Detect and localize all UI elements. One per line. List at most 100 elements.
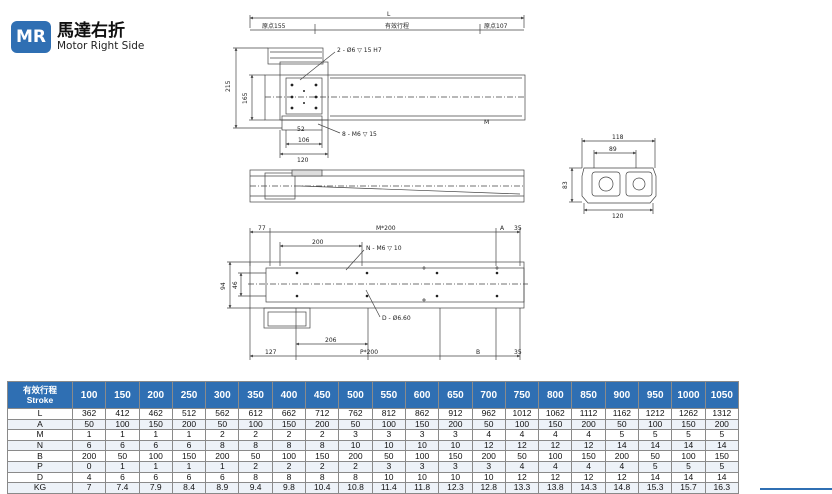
table-cell: 4 (538, 429, 573, 441)
table-cell: 100 (538, 450, 573, 462)
table-cell: 14 (638, 439, 673, 452)
table-cell: 712 (305, 408, 340, 420)
table-cell: 6 (105, 439, 140, 452)
table-cell: 1 (205, 460, 240, 473)
dim-effective-stroke: 有效行程 (385, 22, 409, 30)
table-cell: 8.9 (205, 482, 240, 494)
stroke-column-header: 550 (371, 381, 406, 409)
table-cell: 862 (404, 408, 440, 420)
table-cell: 14 (638, 471, 673, 484)
table-cell: 5 (638, 429, 673, 441)
stroke-column-header: 1000 (671, 381, 706, 409)
dim-46: 46 (232, 281, 239, 289)
table-cell: 8 (205, 439, 240, 452)
table-cell: 100 (671, 450, 706, 462)
table-cell: 812 (371, 408, 406, 420)
dim-52: 52 (297, 126, 305, 133)
table-cell: 100 (404, 450, 440, 462)
table-cell: 1012 (504, 408, 540, 420)
row-label: P (7, 460, 73, 473)
table-cell: 3 (338, 429, 373, 441)
table-cell: 100 (371, 418, 406, 431)
table-cell: 4 (571, 460, 606, 473)
table-cell: 150 (138, 418, 173, 431)
table-cell: 16.3 (704, 482, 740, 494)
table-cell: 1062 (538, 408, 573, 420)
stroke-header-en: Stroke (26, 395, 54, 405)
table-cell: 14 (671, 471, 706, 484)
table-cell: 100 (238, 418, 273, 431)
table-cell: 150 (171, 450, 207, 462)
table-cell: 3 (438, 460, 473, 473)
table-cell: 4 (471, 429, 506, 441)
table-cell: 2 (338, 460, 373, 473)
mr-logo: MR (11, 21, 51, 53)
stroke-column-header: 650 (438, 381, 473, 409)
callout-top-holes: 2 - Ø6 ▽ 15 H7 (337, 47, 382, 54)
table-cell: 412 (105, 408, 140, 420)
table-cell: 1312 (704, 408, 740, 420)
table-cell: 5 (671, 429, 706, 441)
table-cell: 2 (238, 429, 273, 441)
stroke-column-header: 850 (571, 381, 606, 409)
dim-p200: P*200 (360, 349, 378, 356)
table-cell: 12 (504, 471, 540, 484)
table-cell: 5 (671, 460, 706, 473)
table-cell: 4 (571, 429, 606, 441)
table-cell: 100 (504, 418, 540, 431)
table-cell: 150 (704, 450, 740, 462)
table-cell: 4 (504, 429, 540, 441)
dim-206: 206 (325, 337, 337, 344)
table-cell: 5 (704, 460, 740, 473)
dim-165: 165 (242, 92, 249, 104)
table-cell: 3 (371, 429, 406, 441)
dim-89: 89 (609, 146, 617, 153)
table-cell: 8.4 (171, 482, 207, 494)
table-cell: 612 (238, 408, 273, 420)
stroke-column-header: 200 (138, 381, 173, 409)
dim-94: 94 (220, 282, 227, 290)
table-cell: 3 (404, 429, 440, 441)
table-cell: 8 (305, 471, 340, 484)
table-cell: 100 (105, 418, 140, 431)
dim-m200: M*200 (376, 225, 396, 232)
table-cell: 6 (171, 439, 207, 452)
stroke-header-cn: 有效行程 (22, 385, 57, 395)
table-cell: 12 (504, 439, 540, 452)
row-label: L (7, 408, 73, 420)
table-cell: 9.4 (238, 482, 273, 494)
dim-120: 120 (297, 157, 309, 164)
page-header: MR 馬達右折 Motor Right Side (11, 21, 144, 53)
table-cell: 1112 (571, 408, 606, 420)
table-cell: 50 (105, 450, 140, 462)
table-cell: 12 (471, 439, 506, 452)
table-cell: 200 (704, 418, 740, 431)
table-cell: 10 (438, 471, 473, 484)
table-cell: 10.4 (305, 482, 340, 494)
callout-n-holes: N - M6 ▽ 10 (366, 245, 402, 252)
table-cell: 15.3 (638, 482, 673, 494)
table-cell: 8 (338, 471, 373, 484)
dim-106: 106 (298, 137, 310, 144)
table-cell: 14.8 (604, 482, 640, 494)
bottom-view (227, 228, 528, 360)
table-cell: 1 (171, 429, 207, 441)
table-cell: 512 (171, 408, 207, 420)
table-cell: 150 (271, 418, 307, 431)
table-cell: 1262 (671, 408, 706, 420)
stroke-column-header: 900 (604, 381, 640, 409)
table-cell: 10 (371, 471, 406, 484)
table-cell: 5 (604, 429, 640, 441)
stroke-column-header: 350 (238, 381, 273, 409)
table-cell: 100 (271, 450, 307, 462)
table-cell: 2 (271, 429, 307, 441)
table-cell: 50 (638, 450, 673, 462)
table-cell: 12 (538, 471, 573, 484)
